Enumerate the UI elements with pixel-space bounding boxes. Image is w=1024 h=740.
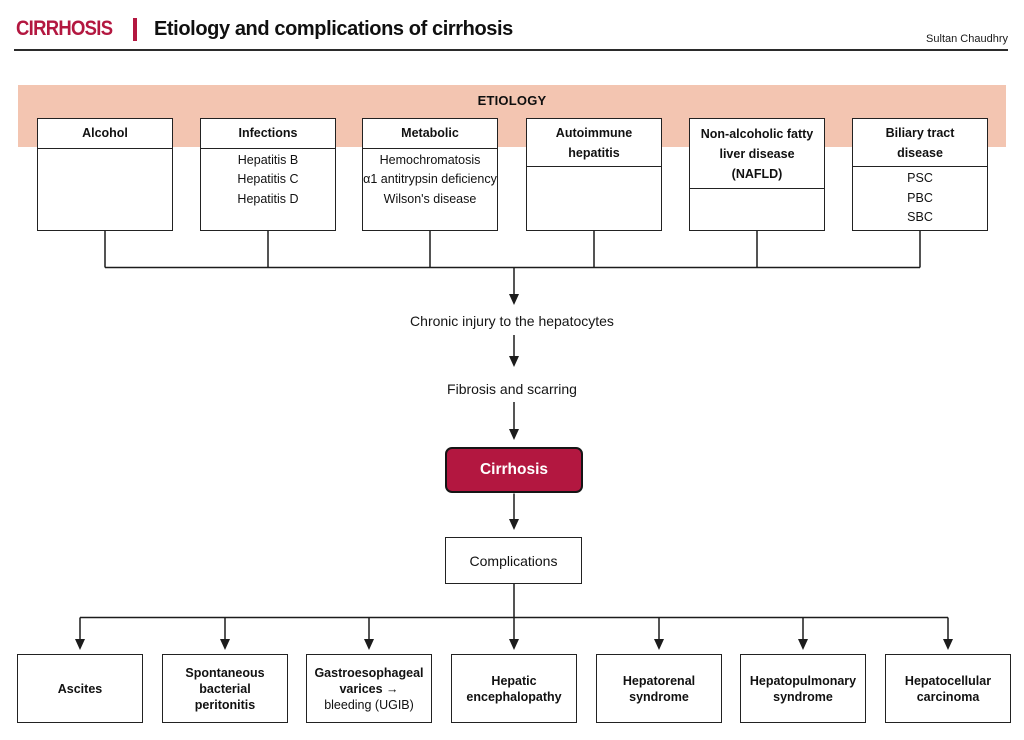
header-separator-bar (133, 17, 137, 41)
etiology-box-title: Non-alcoholic fatty liver disease (NAFLD… (690, 119, 824, 189)
page-header: CIRRHOSIS Etiology and complications of … (16, 17, 513, 41)
complication-title-line: Hepatocellular (904, 673, 992, 688)
etiology-box-title: Metabolic (363, 119, 497, 149)
complication-title-line: Hepatorenal (622, 673, 696, 688)
etiology-box-items (527, 167, 661, 169)
complication-title-line: encephalopathy (466, 689, 562, 704)
flow-step-fibrosis: Fibrosis and scarring (447, 381, 577, 397)
complication-box-sbp: Spontaneous bacterial peritonitis (162, 654, 288, 723)
complication-box-varices: Gastroesophageal varices → bleeding (UGI… (306, 654, 432, 723)
complication-title-line: Gastroesophageal (314, 665, 424, 680)
etiology-item: SBC (907, 210, 933, 224)
header-rule (14, 49, 1008, 51)
etiology-box-biliary-tract-disease: Biliary tract disease PSC PBC SBC (852, 118, 988, 231)
complication-title-line: peritonitis (194, 697, 256, 712)
etiology-item: PBC (907, 190, 933, 205)
complication-title-line: Spontaneous (185, 665, 265, 680)
flow-step-chronic-injury: Chronic injury to the hepatocytes (410, 313, 614, 329)
page-title: Etiology and complications of cirrhosis (153, 17, 513, 40)
etiology-item: Hepatitis D (237, 191, 299, 206)
etiology-box-alcohol: Alcohol (37, 118, 173, 231)
complication-box-hepatopulmonary-syndrome: Hepatopulmonary syndrome (740, 654, 866, 723)
etiology-box-items (690, 189, 824, 191)
complication-title-line: Ascites (57, 681, 103, 696)
etiology-box-nafld: Non-alcoholic fatty liver disease (NAFLD… (689, 118, 825, 231)
etiology-box-title: Infections (201, 119, 335, 149)
etiology-box-title: Autoimmune hepatitis (527, 119, 661, 167)
etiology-item: Hepatitis C (237, 172, 299, 186)
etiology-box-infections: Infections Hepatitis B Hepatitis C Hepat… (200, 118, 336, 231)
complication-box-hepatocellular-carcinoma: Hepatocellular carcinoma (885, 654, 1011, 723)
complication-title-line: syndrome (773, 689, 833, 704)
complication-box-hepatic-encephalopathy: Hepatic encephalopathy (451, 654, 577, 723)
complication-title-line: bacterial (199, 681, 251, 696)
etiology-box-items: PSC PBC SBC (853, 167, 987, 228)
etiology-item: PSC (907, 171, 933, 185)
complications-box: Complications (445, 537, 582, 584)
author-name: Sultan Chaudhry (926, 33, 1008, 45)
etiology-box-items (38, 149, 172, 151)
etiology-box-metabolic: Metabolic Hemochromatosis α1 antitrypsin… (362, 118, 498, 231)
etiology-box-autoimmune-hepatitis: Autoimmune hepatitis (526, 118, 662, 231)
complication-box-hepatorenal-syndrome: Hepatorenal syndrome (596, 654, 722, 723)
etiology-band-label: ETIOLOGY (477, 93, 547, 108)
brand-label: CIRRHOSIS (16, 17, 113, 40)
complication-title-line: syndrome (629, 689, 689, 704)
etiology-box-items: Hemochromatosis α1 antitrypsin deficienc… (363, 149, 497, 210)
etiology-item: Hepatitis B (237, 152, 299, 167)
etiology-band (18, 85, 1006, 147)
complication-title-line: Hepatic (491, 673, 537, 688)
etiology-item: α1 antitrypsin deficiency (363, 172, 497, 186)
complication-title-line: Hepatopulmonary (749, 673, 857, 688)
cirrhosis-box: Cirrhosis (445, 447, 583, 493)
etiology-item: Hemochromatosis (379, 152, 481, 167)
etiology-box-items: Hepatitis B Hepatitis C Hepatitis D (201, 149, 335, 210)
etiology-item: Wilson's disease (383, 191, 477, 206)
etiology-box-title: Biliary tract disease (853, 119, 987, 167)
complication-box-ascites: Ascites (17, 654, 143, 723)
complication-note: bleeding (UGIB) (324, 697, 414, 712)
etiology-box-title: Alcohol (38, 119, 172, 149)
complication-title-line: carcinoma (916, 689, 980, 704)
complication-title-line: varices → (339, 681, 399, 696)
